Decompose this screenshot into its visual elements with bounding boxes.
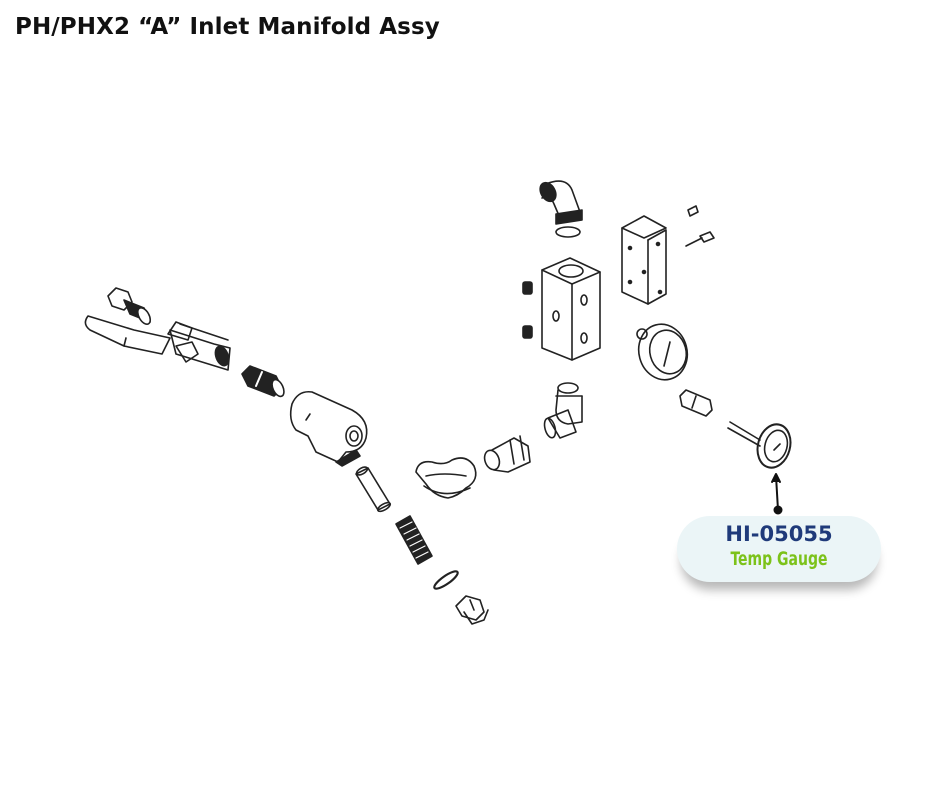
- part-name: Temp Gauge: [730, 548, 828, 570]
- pressure-gauge-icon: [636, 323, 689, 381]
- y-strainer-icon: [289, 390, 368, 467]
- street-elbow-icon: [415, 457, 477, 499]
- mounting-bracket-icon: [621, 215, 667, 305]
- screw-icon: [685, 205, 715, 247]
- reducing-bushing-icon: [483, 435, 531, 473]
- temp-gauge-icon: [727, 421, 792, 469]
- callout-leader-arrow: [771, 473, 783, 515]
- manifold-block-icon: [541, 257, 601, 361]
- part-number: HI-05055: [725, 522, 833, 546]
- elbow-fitting-icon: [539, 180, 583, 238]
- set-screw-icon: [522, 281, 533, 339]
- ball-valve-icon: [84, 315, 231, 371]
- thermowell-icon: [679, 389, 713, 417]
- compression-elbow-icon: [543, 382, 583, 439]
- strainer-screen-icon: [355, 466, 392, 513]
- page-title: PH/PHX2 “A” Inlet Manifold Assy: [15, 14, 440, 40]
- o-ring-icon: [433, 570, 459, 590]
- hex-nipple-icon: [107, 287, 152, 325]
- spring-icon: [395, 515, 433, 565]
- part-callout-label[interactable]: HI-05055 Temp Gauge: [677, 516, 881, 582]
- plug-icon: [455, 595, 489, 625]
- close-nipple-icon: [241, 365, 285, 398]
